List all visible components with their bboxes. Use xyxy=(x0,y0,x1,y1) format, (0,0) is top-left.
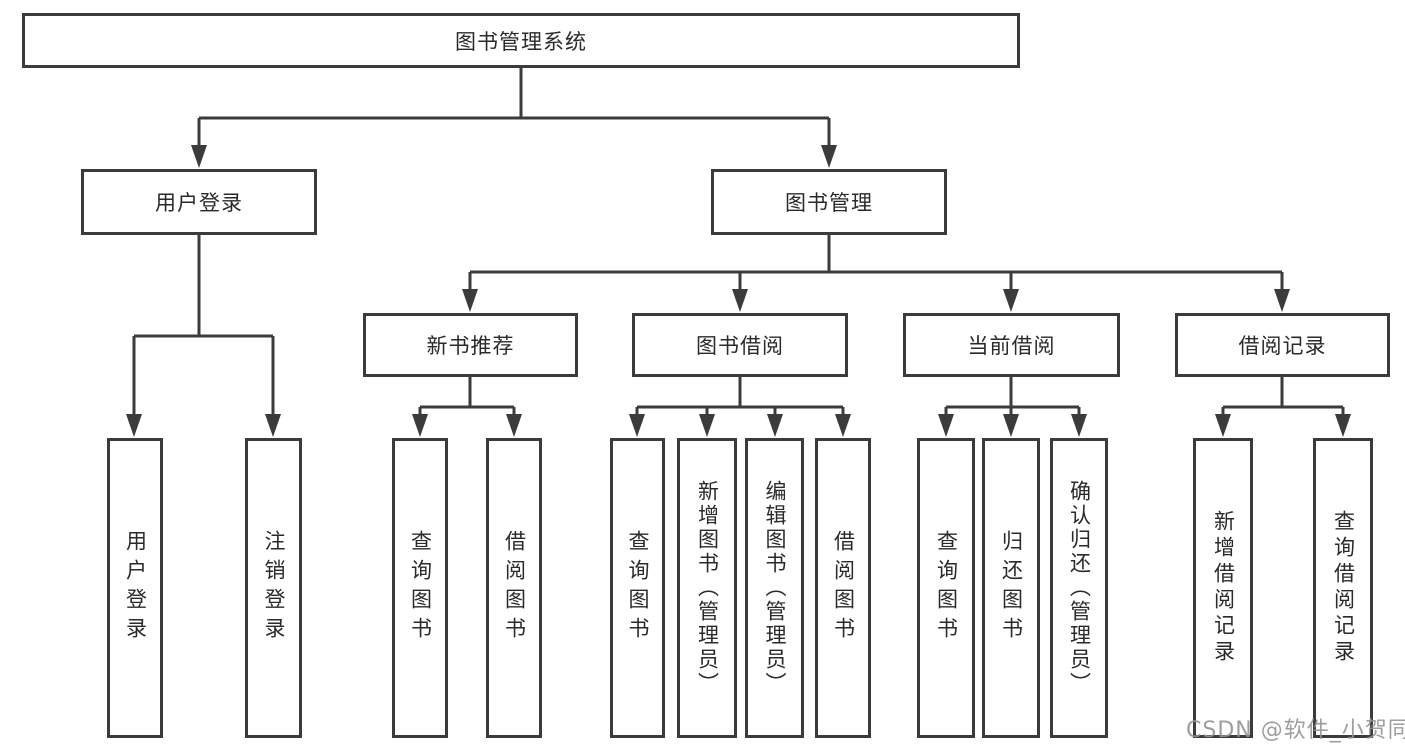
node-user-login-label: 用户登录 xyxy=(155,191,243,215)
leaf-return-book-label: 归还图书 xyxy=(999,530,1024,646)
node-book-borrow-label: 图书借阅 xyxy=(696,334,784,358)
leaf-query-borrow-record-label: 查询借阅记录 xyxy=(1331,510,1356,666)
node-user-login: 用户登录 xyxy=(81,169,317,235)
leaf-user-login: 用户登录 xyxy=(107,438,163,738)
leaf-logout: 注销登录 xyxy=(245,438,302,738)
node-root: 图书管理系统 xyxy=(22,13,1020,68)
leaf-query-book-2-label: 查询图书 xyxy=(626,530,651,646)
leaf-confirm-return-admin-label: 确认归还（管理员） xyxy=(1067,480,1092,696)
node-book-manage: 图书管理 xyxy=(711,169,947,235)
node-root-label: 图书管理系统 xyxy=(455,29,587,54)
csdn-watermark: CSDN @软件_小贺同学 xyxy=(1186,718,1405,743)
leaf-add-book-admin-label: 新增图书（管理员） xyxy=(695,480,720,696)
leaf-logout-label: 注销登录 xyxy=(262,530,287,646)
leaf-add-book-admin: 新增图书（管理员） xyxy=(677,438,737,738)
leaf-edit-book-admin-label: 编辑图书（管理员） xyxy=(763,480,788,696)
arrowheads xyxy=(126,145,1351,437)
leaf-borrow-book-1: 借阅图书 xyxy=(486,438,542,738)
node-book-borrow: 图书借阅 xyxy=(632,313,848,377)
node-borrow-record: 借阅记录 xyxy=(1175,313,1390,377)
leaf-borrow-book-2-label: 借阅图书 xyxy=(831,530,856,646)
node-book-manage-label: 图书管理 xyxy=(785,191,873,215)
leaf-add-borrow-record-label: 新增借阅记录 xyxy=(1211,510,1236,666)
leaf-query-book-3: 查询图书 xyxy=(917,438,975,738)
leaf-user-login-label: 用户登录 xyxy=(123,530,148,646)
leaf-borrow-book-1-label: 借阅图书 xyxy=(502,530,527,646)
leaf-query-book-2: 查询图书 xyxy=(610,438,665,738)
leaf-confirm-return-admin: 确认归还（管理员） xyxy=(1050,438,1108,738)
node-current-borrow: 当前借阅 xyxy=(903,313,1120,377)
node-new-book-recommend-label: 新书推荐 xyxy=(426,334,515,358)
leaf-add-borrow-record: 新增借阅记录 xyxy=(1193,438,1253,738)
leaf-edit-book-admin: 编辑图书（管理员） xyxy=(745,438,804,738)
node-current-borrow-label: 当前借阅 xyxy=(967,334,1056,358)
leaf-query-borrow-record: 查询借阅记录 xyxy=(1313,438,1373,738)
node-borrow-record-label: 借阅记录 xyxy=(1238,334,1327,358)
leaf-query-book-1-label: 查询图书 xyxy=(408,530,433,646)
leaf-borrow-book-2: 借阅图书 xyxy=(815,438,871,738)
node-new-book-recommend: 新书推荐 xyxy=(363,313,578,377)
leaf-query-book-3-label: 查询图书 xyxy=(934,530,959,646)
leaf-return-book: 归还图书 xyxy=(982,438,1040,738)
leaf-query-book-1: 查询图书 xyxy=(392,438,448,738)
